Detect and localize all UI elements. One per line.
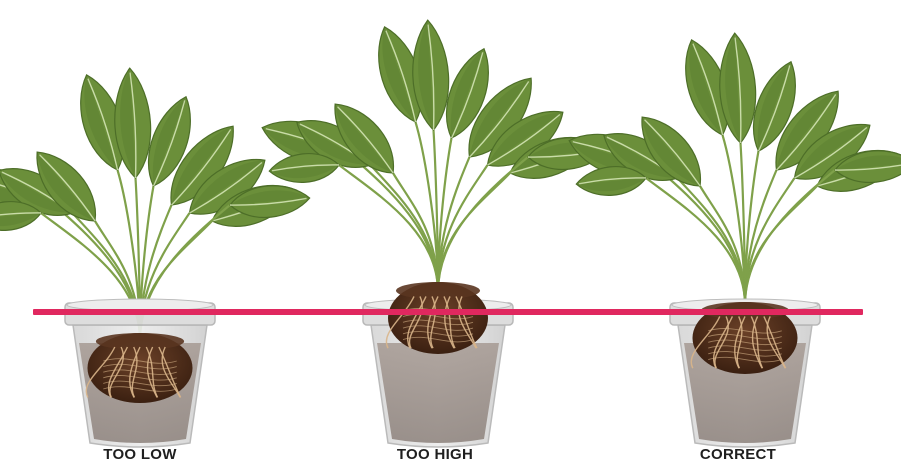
stem: [745, 170, 777, 305]
label-too-low: TOO LOW: [40, 446, 240, 463]
plant-illustration: [563, 32, 901, 305]
label-correct: CORRECT: [638, 446, 838, 463]
plant-too-high: [256, 19, 609, 447]
plant-illustration: [256, 19, 609, 292]
soil-level-line: [33, 309, 863, 315]
label-too-high: TOO HIGH: [335, 446, 535, 463]
plant-too-low: [0, 67, 311, 447]
stem: [438, 157, 470, 292]
plant-correct: [563, 32, 901, 447]
